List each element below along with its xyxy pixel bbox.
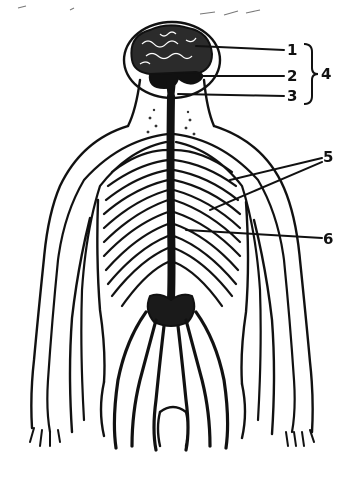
brain <box>124 22 220 100</box>
label-6: 6 <box>323 230 333 248</box>
label-1: 1 <box>287 41 297 59</box>
label-5: 5 <box>323 148 333 166</box>
cerebrum <box>131 25 212 74</box>
label-2: 2 <box>287 67 297 85</box>
label-4: 4 <box>321 65 331 83</box>
label-3: 3 <box>287 87 297 105</box>
